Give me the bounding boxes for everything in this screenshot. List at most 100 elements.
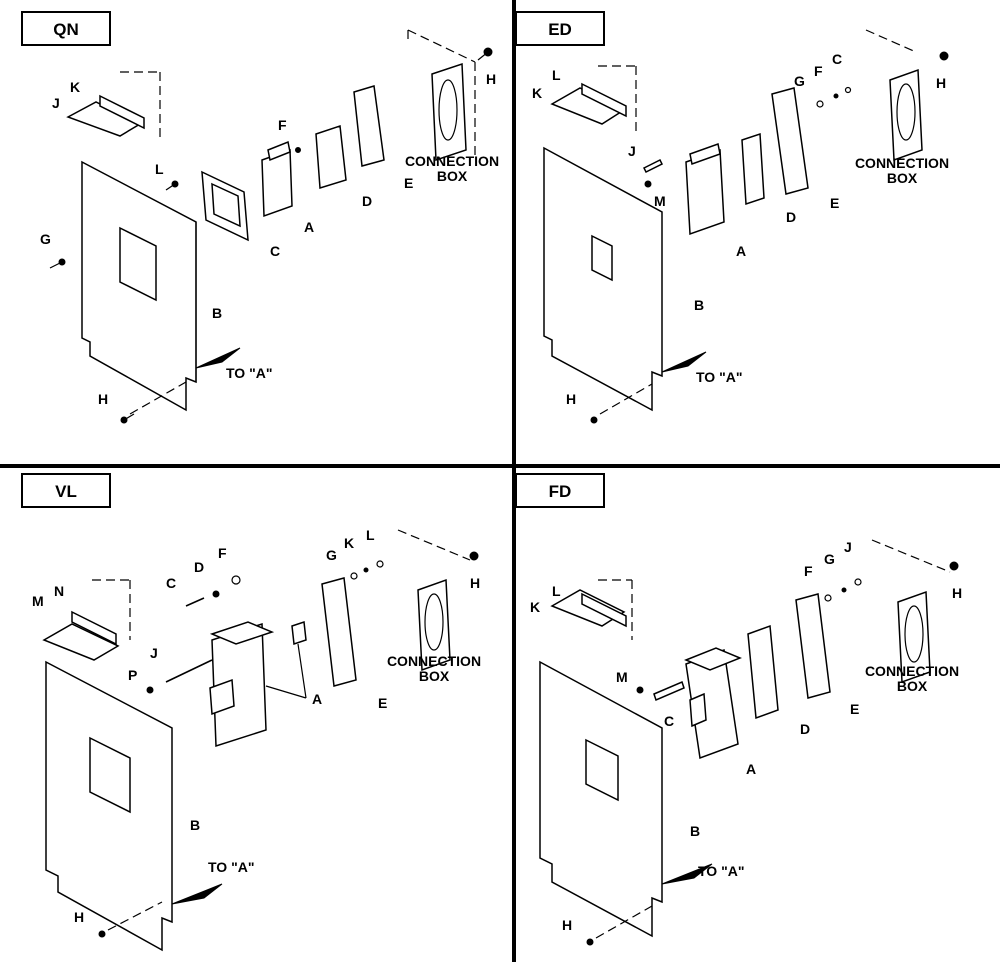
panel-ed: ED L K G F C H J M D E A B H CONNECTION [515,11,949,424]
trim-bracket [71,610,117,646]
callout-c: C [664,713,674,729]
callout-k: K [530,599,540,615]
callout-b: B [694,297,704,313]
screw-m [636,686,644,694]
callout-j: J [52,95,60,111]
arrow-label: TO "A" [698,863,744,879]
washer-k [363,567,369,573]
callout-c: C [832,51,842,67]
callout-e: E [378,695,387,711]
connection-box-opening [896,83,916,141]
connection-box-label-2: BOX [437,168,468,184]
callout-a: A [312,691,322,707]
enclosure-outline [92,529,471,640]
arrow-leader [595,905,653,939]
connection-box-label-2: BOX [897,678,928,694]
trim-bracket [581,592,627,628]
callout-d: D [194,559,204,575]
connection-box-opening [424,593,444,651]
callout-h1: H [486,71,496,87]
screw-h-bottom [120,413,135,424]
arrow-leader [107,901,163,931]
screw-j [642,158,664,174]
direction-arrow [661,351,707,373]
callout-g: G [794,73,805,89]
callout-l: L [552,583,561,599]
callout-d: D [786,209,796,225]
direction-arrow [661,863,713,885]
trim-bracket [99,94,145,130]
screw-c [185,597,205,607]
callout-h2: H [562,917,572,933]
screw-l [165,180,179,191]
arrow-leader [599,383,653,415]
washer-l [376,560,384,568]
callout-j: J [150,645,158,661]
screw-h-top [939,51,949,61]
washer-g [350,572,358,580]
washer-g [816,100,824,108]
connection-box-label-2: BOX [419,668,450,684]
door-cutout [585,738,619,802]
connection-box [889,68,923,162]
callout-c: C [166,575,176,591]
stud-c [653,680,685,702]
callout-m: M [32,593,44,609]
panel-tag-box [21,11,111,46]
callout-l: L [552,67,561,83]
screw-p [146,686,154,694]
callout-p: P [128,667,137,683]
screw-f [295,147,301,153]
breaker-body [261,148,293,218]
panel-tag-box [515,473,605,508]
callout-d: D [362,193,372,209]
callout-k: K [532,85,542,101]
screw-h-top [477,47,493,61]
enclosure-outline [598,29,917,134]
connection-box [417,578,451,672]
connection-box [431,62,467,162]
connection-box-label-1: CONNECTION [855,155,949,171]
stud-j [165,659,213,683]
panel-tag: QN [53,20,79,39]
callout-m: M [616,669,628,685]
callout-h1: H [470,575,480,591]
callout-h2: H [98,391,108,407]
callout-b: B [190,817,200,833]
washer-j [854,578,862,586]
enclosure-outline [120,29,476,160]
connection-box-label-1: CONNECTION [865,663,959,679]
callout-g: G [40,231,51,247]
breaker-top [684,647,742,671]
mounting-plate [353,85,385,167]
connection-box-label-1: CONNECTION [405,153,499,169]
screw-g [49,258,66,269]
panel-tag: FD [549,482,572,501]
callout-j: J [628,143,636,159]
breaker-top [267,140,291,162]
callout-j: J [844,539,852,555]
breaker-handle [209,678,235,716]
leader-a [265,643,307,699]
washer-f [231,575,241,585]
panel-tag: VL [55,482,77,501]
callout-h1: H [952,585,962,601]
callout-h2: H [74,909,84,925]
insulator-plate [741,132,765,206]
door-panel [543,146,663,412]
escutcheon-inner [211,182,241,228]
callout-c: C [270,243,280,259]
callout-k: K [344,535,354,551]
breaker-handle [689,692,707,728]
mounting-plate [771,87,809,195]
callout-e: E [850,701,859,717]
arrow-label: TO "A" [208,859,254,875]
panel-tag: ED [548,20,572,39]
panel-vl: VL D F C G K L H N M J P [21,473,481,952]
connection-box [897,590,931,684]
door-cutout [89,736,131,814]
screw-h-bottom [98,930,106,938]
callout-f: F [278,117,287,133]
mounting-plate [321,577,357,687]
